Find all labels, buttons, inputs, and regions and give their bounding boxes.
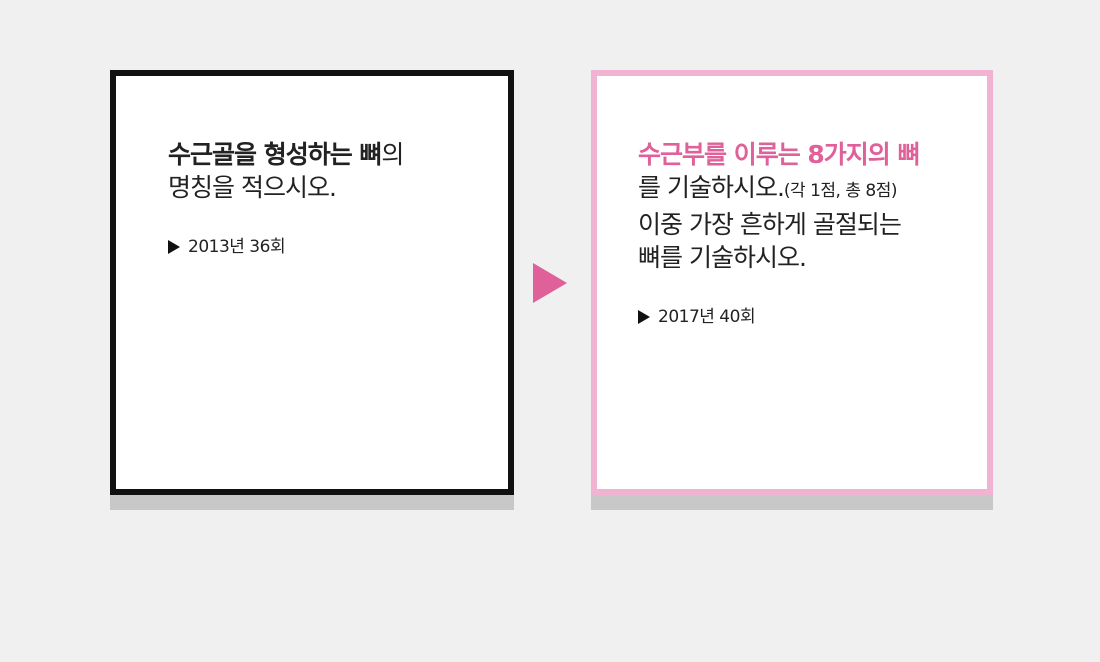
exam-source-label: 2017년 40회 [658, 307, 756, 327]
question-text: 수근부를 이루는 8가지의 뼈 를 기술하시오.(각 1점, 총 8점) 이중 … [638, 138, 921, 274]
question-card-2017: 수근부를 이루는 8가지의 뼈 를 기술하시오.(각 1점, 총 8점) 이중 … [591, 70, 993, 495]
question-text-line1-rest: 의 [381, 140, 404, 169]
exam-source-label: 2013년 36회 [188, 237, 286, 257]
question-text-line2: 명칭을 적으시오. [168, 173, 337, 202]
question-text-line2: 를 기술하시오. [638, 173, 785, 202]
left-card-shadow [110, 495, 514, 510]
question-card-2013: 수근골을 형성하는 뼈의 명칭을 적으시오. 2013년 36회 [110, 70, 514, 495]
question-text: 수근골을 형성하는 뼈의 명칭을 적으시오. [168, 138, 404, 204]
play-triangle-icon [168, 240, 180, 254]
arrow-right-icon [533, 263, 567, 303]
right-card-shadow [591, 495, 993, 510]
question-highlight: 수근골을 형성하는 뼈 [168, 140, 382, 169]
question-text-line4: 뼈를 기술하시오. [638, 243, 807, 272]
question-text-line3: 이중 가장 흔하게 골절되는 [638, 210, 902, 239]
play-triangle-icon [638, 310, 650, 324]
question-highlight: 수근부를 이루는 8가지의 뼈 [638, 140, 921, 169]
score-note: (각 1점, 총 8점) [783, 181, 898, 201]
exam-source: 2017년 40회 [638, 302, 756, 327]
exam-source: 2013년 36회 [168, 232, 286, 257]
